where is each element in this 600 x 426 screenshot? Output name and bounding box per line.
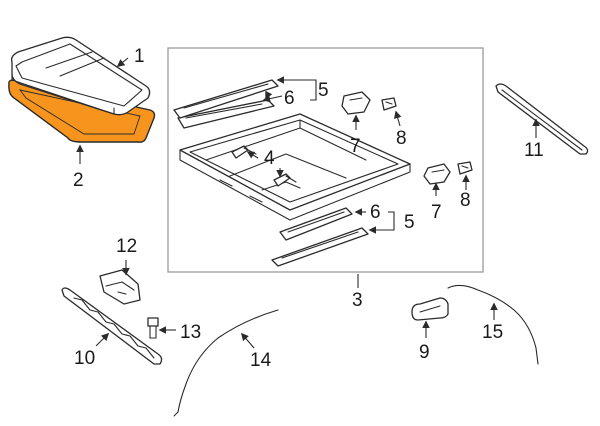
leader-lines — [76, 57, 540, 349]
callout-1: 1 — [134, 46, 145, 67]
callout-6-upper: 6 — [284, 88, 295, 109]
part-12-bracket[interactable] — [99, 269, 141, 305]
callout-6-lower: 6 — [370, 202, 381, 223]
part-14-drain-hose[interactable] — [173, 309, 279, 417]
part-11-trim-strip[interactable] — [495, 83, 589, 155]
part-9-clip[interactable] — [411, 297, 449, 321]
part-8-clip-upper[interactable] — [381, 97, 397, 111]
callout-7-lower: 7 — [431, 202, 442, 223]
callout-11: 11 — [524, 140, 544, 161]
callout-12: 12 — [116, 236, 137, 257]
part-10-weatherstrip[interactable] — [61, 287, 163, 365]
callout-15: 15 — [482, 322, 503, 343]
callout-10: 10 — [74, 348, 95, 369]
callout-14: 14 — [250, 350, 272, 371]
part-5-bracket-upper[interactable] — [173, 79, 279, 119]
callout-5-lower: 5 — [404, 212, 415, 233]
part-15-drain-hose[interactable] — [447, 284, 539, 365]
part-5-bracket-lower[interactable] — [271, 227, 369, 267]
callout-13: 13 — [180, 322, 201, 343]
part-8-clip-lower[interactable] — [457, 161, 473, 175]
part-7-bracket-lower[interactable] — [423, 163, 451, 185]
part-7-bracket-upper[interactable] — [341, 91, 371, 115]
callout-8-lower: 8 — [460, 190, 471, 211]
callout-numbers: 1 2 3 4 5 6 7 8 6 5 7 8 9 10 11 12 13 14… — [73, 46, 544, 371]
part-6-guide-rail-upper[interactable] — [177, 99, 275, 129]
part-1-glass-panel[interactable] — [10, 36, 151, 116]
part-13-bolt[interactable] — [147, 317, 159, 339]
callout-3: 3 — [352, 290, 363, 311]
callout-8-upper: 8 — [396, 128, 407, 149]
callout-4: 4 — [264, 148, 275, 169]
callout-2: 2 — [73, 170, 84, 191]
callout-7-upper: 7 — [350, 136, 361, 157]
part-6-guide-rail-lower[interactable] — [279, 207, 353, 241]
assembly-3-frame-box — [167, 47, 484, 273]
callout-5-upper: 5 — [318, 80, 329, 101]
callout-9: 9 — [419, 342, 430, 363]
